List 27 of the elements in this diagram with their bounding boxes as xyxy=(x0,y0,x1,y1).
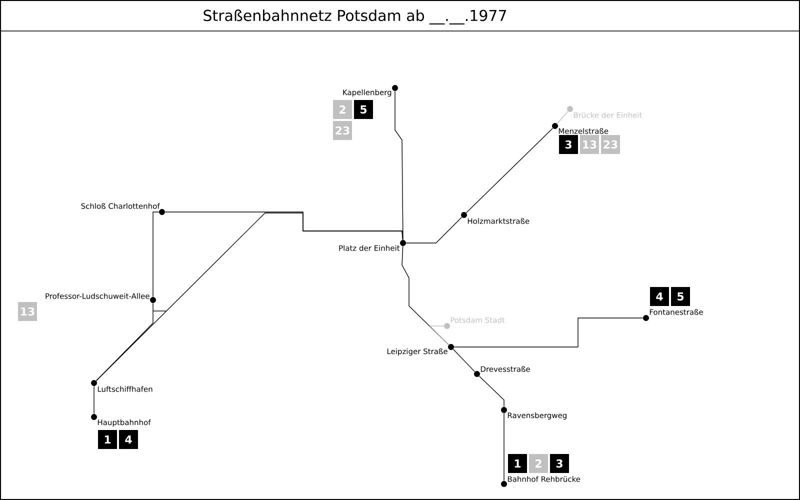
track-line xyxy=(96,302,154,382)
track-line xyxy=(466,128,554,214)
track-line xyxy=(454,318,644,348)
route-badge: 13 xyxy=(18,302,37,321)
route-badge: 2 xyxy=(333,100,352,119)
route-badge: 13 xyxy=(580,135,599,154)
route-badge: 5 xyxy=(671,287,690,306)
track-line xyxy=(96,212,404,382)
route-badge: 1 xyxy=(98,430,117,449)
route-badge: 3 xyxy=(550,454,569,473)
route-badge: 2 xyxy=(529,454,548,473)
track-line xyxy=(478,376,504,408)
route-badge: 3 xyxy=(559,135,578,154)
route-badge: 23 xyxy=(601,135,620,154)
route-badge: 4 xyxy=(650,287,669,306)
title: Straßenbahnnetz Potsdam ab __.__.1977 xyxy=(204,10,506,24)
track-line xyxy=(452,348,476,372)
track-line xyxy=(152,212,160,298)
route-badge: 4 xyxy=(119,430,138,449)
track-line xyxy=(394,90,404,240)
track-line xyxy=(402,246,450,346)
track-line xyxy=(429,326,450,346)
track-line xyxy=(556,111,568,124)
route-badge: 23 xyxy=(333,121,352,140)
route-badge: 5 xyxy=(354,100,373,119)
route-badge: 1 xyxy=(508,454,527,473)
track-line xyxy=(406,216,462,244)
